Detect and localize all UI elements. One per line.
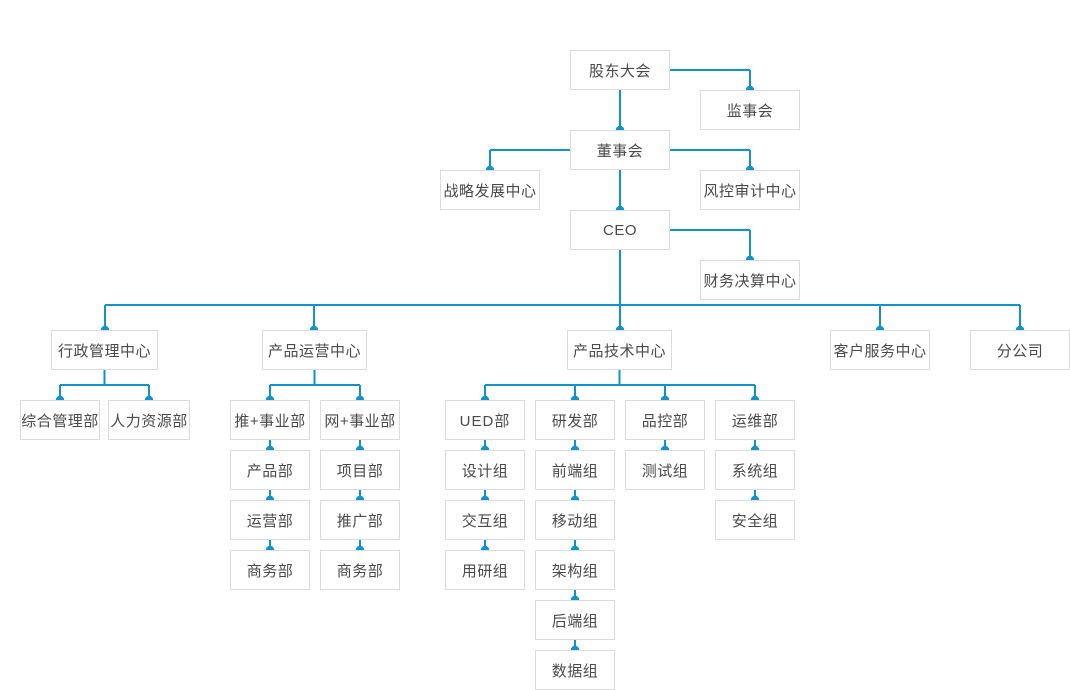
org-node-n15[interactable]: 网+事业部 [320,400,400,440]
org-node-label: 产品部 [246,462,294,480]
org-node-n35[interactable]: 后端组 [535,600,615,640]
org-node-n14[interactable]: 推+事业部 [230,400,310,440]
org-node-label: 商务部 [336,562,384,580]
org-node-n17[interactable]: 项目部 [320,450,400,490]
org-node-label: 交互组 [461,512,509,530]
org-node-label: 运维部 [731,412,779,430]
org-node-n0[interactable]: 股东大会 [570,50,670,90]
org-node-label: 移动组 [551,512,599,530]
org-node-n24[interactable]: 品控部 [625,400,705,440]
org-node-n4[interactable]: 风控审计中心 [700,170,800,210]
org-node-label: 行政管理中心 [57,342,151,360]
org-node-label: 产品运营中心 [267,342,361,360]
org-node-n12[interactable]: 综合管理部 [20,400,100,440]
org-node-label: 客户服务中心 [833,342,927,360]
org-node-label: 财务决算中心 [703,272,797,290]
org-node-n23[interactable]: 研发部 [535,400,615,440]
org-node-n34[interactable]: 架构组 [535,550,615,590]
org-node-label: 品控部 [641,412,689,430]
org-node-n10[interactable]: 客户服务中心 [830,330,930,370]
org-node-n26[interactable]: 设计组 [445,450,525,490]
org-node-n6[interactable]: 财务决算中心 [700,260,800,300]
org-node-n16[interactable]: 产品部 [230,450,310,490]
org-node-label: 数据组 [551,662,599,680]
org-node-label: 系统组 [731,462,779,480]
org-node-n27[interactable]: 前端组 [535,450,615,490]
org-node-label: 风控审计中心 [703,182,797,200]
org-node-n1[interactable]: 监事会 [700,90,800,130]
org-node-n31[interactable]: 移动组 [535,500,615,540]
org-node-label: 用研组 [461,562,509,580]
org-node-label: 网+事业部 [324,412,396,430]
org-node-label: 项目部 [336,462,384,480]
org-node-label: 分公司 [996,342,1044,360]
org-node-label: 设计组 [461,462,509,480]
org-node-n5[interactable]: CEO [570,210,670,250]
org-node-label: 推+事业部 [234,412,306,430]
org-node-n21[interactable]: 商务部 [320,550,400,590]
org-node-n7[interactable]: 行政管理中心 [51,330,158,370]
org-node-n11[interactable]: 分公司 [970,330,1070,370]
org-node-n32[interactable]: 安全组 [715,500,795,540]
org-node-label: 战略发展中心 [443,182,537,200]
org-node-label: 测试组 [641,462,689,480]
org-node-n20[interactable]: 商务部 [230,550,310,590]
org-node-n22[interactable]: UED部 [445,400,525,440]
org-node-n29[interactable]: 系统组 [715,450,795,490]
org-node-n2[interactable]: 董事会 [570,130,670,170]
org-node-label: UED部 [459,412,511,430]
org-node-label: 股东大会 [588,62,651,80]
org-node-n33[interactable]: 用研组 [445,550,525,590]
org-node-n8[interactable]: 产品运营中心 [262,330,367,370]
org-node-label: 综合管理部 [21,412,99,430]
org-node-n3[interactable]: 战略发展中心 [440,170,540,210]
org-node-n19[interactable]: 推广部 [320,500,400,540]
org-node-n9[interactable]: 产品技术中心 [567,330,672,370]
org-node-label: 前端组 [551,462,599,480]
org-node-label: 董事会 [596,142,644,160]
org-node-label: 研发部 [551,412,599,430]
org-node-label: 产品技术中心 [572,342,666,360]
org-node-n36[interactable]: 数据组 [535,650,615,690]
org-node-label: 安全组 [731,512,779,530]
org-node-label: 商务部 [246,562,294,580]
org-node-label: CEO [602,221,637,239]
org-node-n13[interactable]: 人力资源部 [108,400,190,440]
org-node-n18[interactable]: 运营部 [230,500,310,540]
org-node-label: 架构组 [551,562,599,580]
org-node-n25[interactable]: 运维部 [715,400,795,440]
org-node-label: 后端组 [551,612,599,630]
org-node-label: 人力资源部 [110,412,188,430]
org-node-n30[interactable]: 交互组 [445,500,525,540]
org-node-label: 监事会 [726,102,774,120]
org-node-n28[interactable]: 测试组 [625,450,705,490]
org-node-label: 运营部 [246,512,294,530]
org-node-label: 推广部 [336,512,384,530]
